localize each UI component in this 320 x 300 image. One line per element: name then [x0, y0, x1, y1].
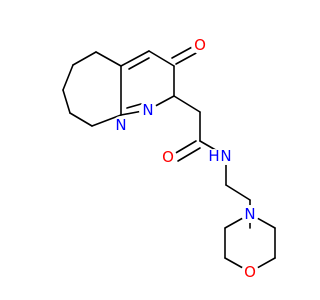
ketone-oxygen-label: O: [194, 36, 206, 54]
atom-labels: O N N O N H N O: [112, 36, 259, 281]
double-bond: [175, 51, 199, 65]
bond: [62, 64, 74, 91]
bond: [62, 89, 71, 114]
bond: [95, 51, 122, 67]
amide-nitrogen-label: N: [220, 147, 231, 165]
side-chain-bonds: [173, 95, 251, 229]
ketone-bonds: [171, 45, 199, 65]
amide-hydrogen-label: H: [208, 147, 219, 165]
ring-nitrogen-2-label: N: [142, 101, 153, 119]
amide-oxygen-label: O: [162, 148, 174, 166]
ring-nitrogen-1-label: N: [115, 116, 126, 134]
morpholine-oxygen-label: O: [244, 263, 256, 281]
bond: [69, 112, 93, 127]
double-bond: [177, 147, 201, 162]
bond: [72, 51, 97, 66]
double-bond: [173, 140, 197, 155]
cycloheptane-ring-bonds: [62, 51, 122, 127]
double-bond: [128, 57, 150, 70]
double-bond: [171, 45, 195, 59]
bond: [120, 50, 150, 67]
bond: [148, 50, 175, 67]
molecule-structure: O N N O N H N O: [62, 36, 276, 281]
bond: [173, 95, 201, 113]
double-bond: [126, 103, 142, 109]
morpholine-nitrogen-label: N: [244, 205, 255, 223]
pyridazinone-ring-bonds: [120, 50, 175, 116]
bond: [91, 114, 122, 127]
bond: [225, 184, 251, 201]
